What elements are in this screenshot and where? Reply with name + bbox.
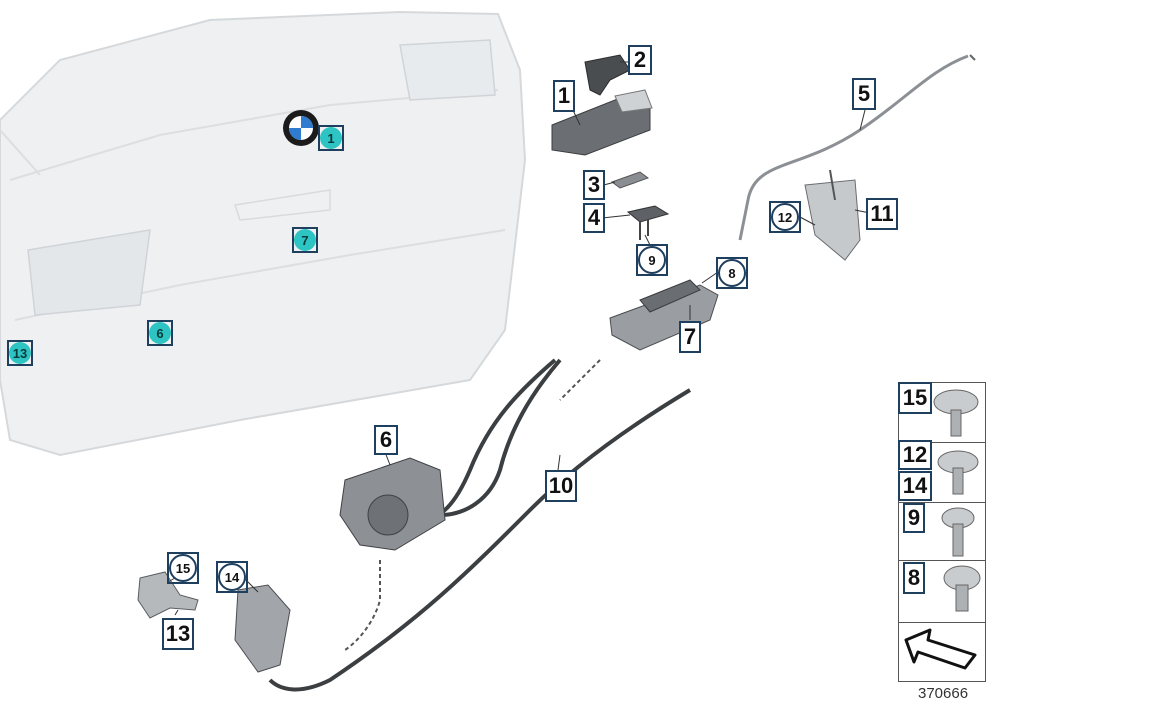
callout-5: 5 [852,78,876,110]
fastener-callout-9: 9 [903,503,925,533]
callout-10: 10 [545,470,577,502]
fastener-icons [933,389,981,612]
tailgate-handle-switch [551,54,653,156]
tailgate-lock-7 [609,279,719,351]
fastener-legend-box [898,382,986,682]
view-direction-arrow-icon [904,628,977,670]
lock-cables [268,358,692,692]
callout-8: 8 [716,257,748,289]
small-brackets [610,171,670,240]
fastener-row-divider [899,622,985,623]
tailgate-callout-1: 1 [318,125,344,151]
diagram-code: 370666 [918,685,969,702]
bmw-logo [283,110,319,146]
callout-6: 6 [374,425,398,455]
callout-9: 9 [636,244,668,276]
fastener-callout-15: 15 [898,382,932,414]
tailgate-callout-7: 7 [292,227,318,253]
callout-11: 11 [866,198,898,230]
callout-15: 15 [167,552,199,584]
fastener-row-divider [899,442,985,443]
tailgate-outline [0,10,527,457]
callout-4: 4 [583,203,605,233]
callout-3: 3 [583,170,605,200]
fastener-callout-8: 8 [903,562,925,594]
fastener-row-divider [899,502,985,503]
tailgate-callout-6: 6 [147,320,173,346]
callout-2: 2 [628,45,652,75]
callout-13: 13 [162,618,194,650]
fastener-callout-14: 14 [898,471,932,501]
callout-1: 1 [553,80,575,112]
callout-14: 14 [216,561,248,593]
fastener-callout-12: 12 [898,440,932,470]
fastener-row-divider [899,560,985,561]
drive-unit-6 [339,457,446,551]
tailgate-callout-13: 13 [7,340,33,366]
callout-12: 12 [769,201,801,233]
callout-7: 7 [679,321,701,353]
lower-lock-14 [234,584,291,673]
striker-bracket-11 [804,169,861,261]
bowden-cable-5 [738,54,976,241]
